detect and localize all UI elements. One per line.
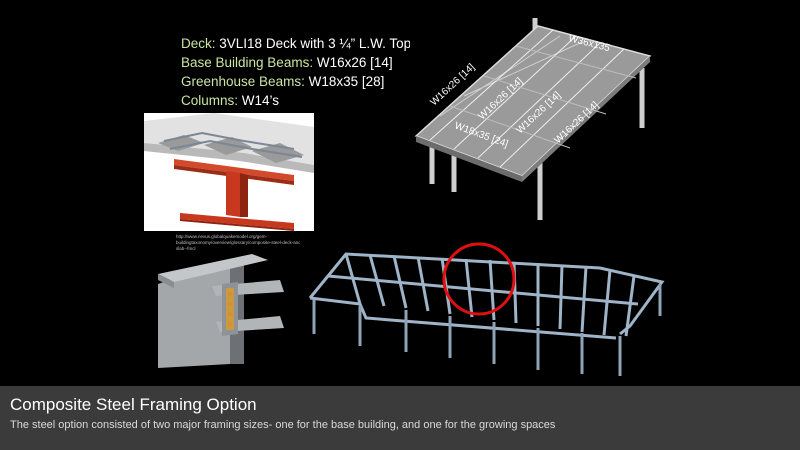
highlight-circle (442, 242, 516, 316)
spec-deck: Deck: 3VLI18 Deck with 3 ¼” L.W. Topping (181, 36, 437, 51)
spec-base-beams: Base Building Beams: W16x26 [14] (181, 55, 393, 70)
framing-plan-3d-diagram: W36x135 W16x26 [14] W16x26 [14] W16x26 [… (410, 16, 660, 226)
steel-frame-structure-image (300, 238, 670, 383)
slide-subtitle: The steel option consisted of two major … (10, 419, 556, 431)
footer-bar: Composite Steel Framing Option The steel… (0, 386, 800, 450)
spec-columns: Columns: W14’s (181, 93, 280, 108)
composite-deck-image (144, 113, 314, 231)
image-source-url: http://www.nexus.globalquakemodel.org/ge… (176, 234, 322, 251)
spec-greenhouse-beams: Greenhouse Beams: W18x35 [28] (181, 74, 385, 89)
framing-specs: Deck: 3VLI18 Deck with 3 ¼” L.W. Topping… (181, 34, 437, 110)
beam-column-connection-image (152, 252, 287, 370)
slide-title: Composite Steel Framing Option (10, 395, 257, 414)
